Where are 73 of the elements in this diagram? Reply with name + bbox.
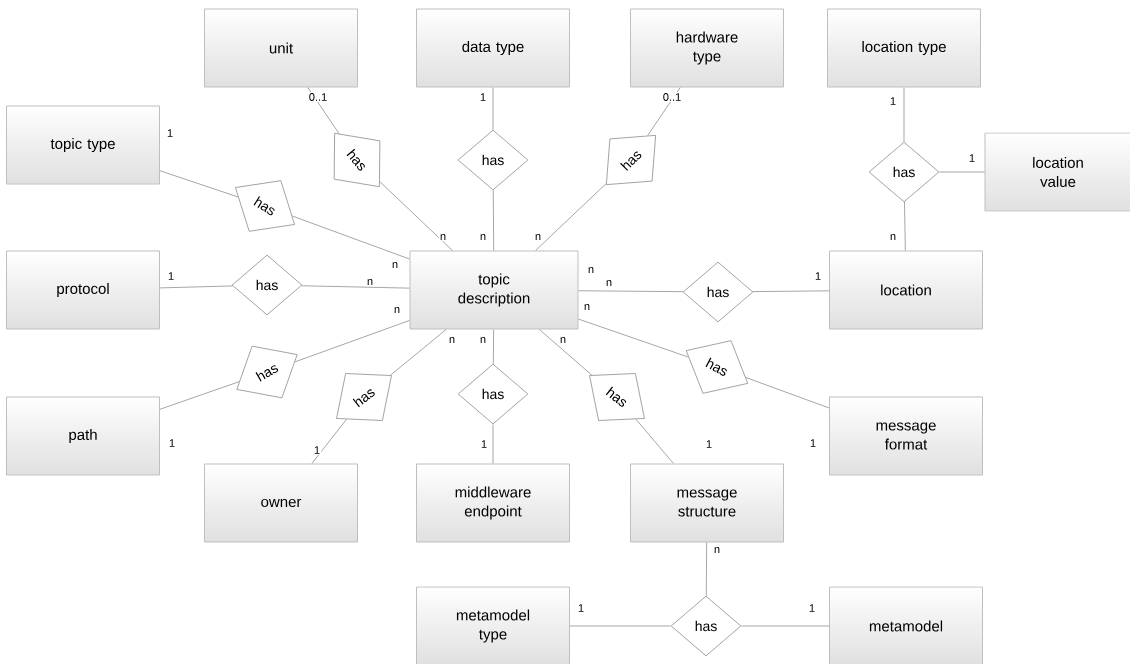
cardinality-label: n [712, 546, 722, 554]
cardinality-label: n [533, 233, 543, 241]
connector-line [752, 290, 830, 293]
cardinality-label: n [438, 233, 448, 241]
cardinality-label: n [478, 233, 488, 241]
cardinality-label: 1 [808, 438, 818, 448]
entity-box: message structure [630, 463, 784, 543]
cardinality-label: 1 [807, 603, 817, 613]
entity-box: metamodel type [416, 586, 570, 664]
cardinality-label: 1 [165, 128, 175, 138]
connector-line [705, 542, 708, 597]
entity-box: middleware endpoint [416, 463, 570, 543]
connector-line [492, 189, 495, 251]
connector-line [635, 418, 674, 464]
connector-line [578, 318, 689, 358]
entity-box: protocol [6, 250, 160, 330]
cardinality-label: 1 [312, 445, 322, 455]
cardinality-label: 1 [167, 438, 177, 448]
entity-box: topic description [409, 250, 579, 330]
cardinality-label: 1 [888, 96, 898, 106]
entity-box: location [829, 250, 983, 330]
connector-line [492, 423, 494, 464]
connector-line [294, 319, 410, 363]
cardinality-label: 1 [479, 439, 489, 449]
cardinality-label: 0..1 [661, 92, 683, 102]
cardinality-label: n [392, 306, 402, 314]
entity-box: owner [204, 463, 358, 543]
cardinality-label: n [478, 336, 488, 344]
connector-line [903, 87, 905, 143]
entity-box: unit [204, 8, 358, 88]
entity-box: path [6, 396, 160, 476]
connector-line [569, 625, 672, 627]
connector-line [904, 201, 906, 251]
entity-box: location value [984, 132, 1130, 212]
entity-box: hardware type [630, 8, 784, 88]
cardinality-label: 1 [576, 603, 586, 613]
connector-line [745, 377, 830, 409]
cardinality-label: n [365, 278, 375, 286]
connector-line [159, 285, 234, 289]
connector-line [159, 381, 240, 410]
connector-line [938, 171, 985, 173]
entity-box: metamodel [829, 586, 983, 664]
connector-line [307, 87, 340, 135]
entity-box: topic type [6, 105, 160, 185]
entity-box: location type [827, 8, 981, 88]
cardinality-label: 1 [166, 271, 176, 281]
cardinality-label: 1 [813, 271, 823, 281]
cardinality-label: 1 [704, 439, 714, 449]
connector-line [492, 87, 494, 131]
cardinality-label: n [586, 266, 596, 274]
connector-line [647, 87, 681, 137]
connector-line [740, 625, 830, 627]
cardinality-label: 1 [967, 153, 977, 163]
connector-line [538, 329, 593, 376]
cardinality-label: n [390, 261, 400, 269]
connector-line [159, 170, 239, 198]
cardinality-label: n [558, 336, 568, 344]
connector-line [535, 183, 607, 251]
entity-box: message format [829, 396, 983, 476]
connector-line [578, 290, 684, 293]
connector-line [379, 181, 453, 251]
entity-box: data type [416, 8, 570, 88]
cardinality-label: n [604, 279, 614, 287]
cardinality-label: n [447, 336, 457, 344]
cardinality-label: n [582, 303, 592, 311]
connector-line [311, 418, 348, 464]
connector-line [390, 329, 447, 376]
connector-line [291, 215, 410, 260]
cardinality-label: 0..1 [307, 92, 329, 102]
cardinality-label: 1 [478, 92, 488, 102]
cardinality-label: n [888, 233, 898, 241]
connector-line [301, 285, 410, 289]
connector-line [492, 329, 495, 365]
